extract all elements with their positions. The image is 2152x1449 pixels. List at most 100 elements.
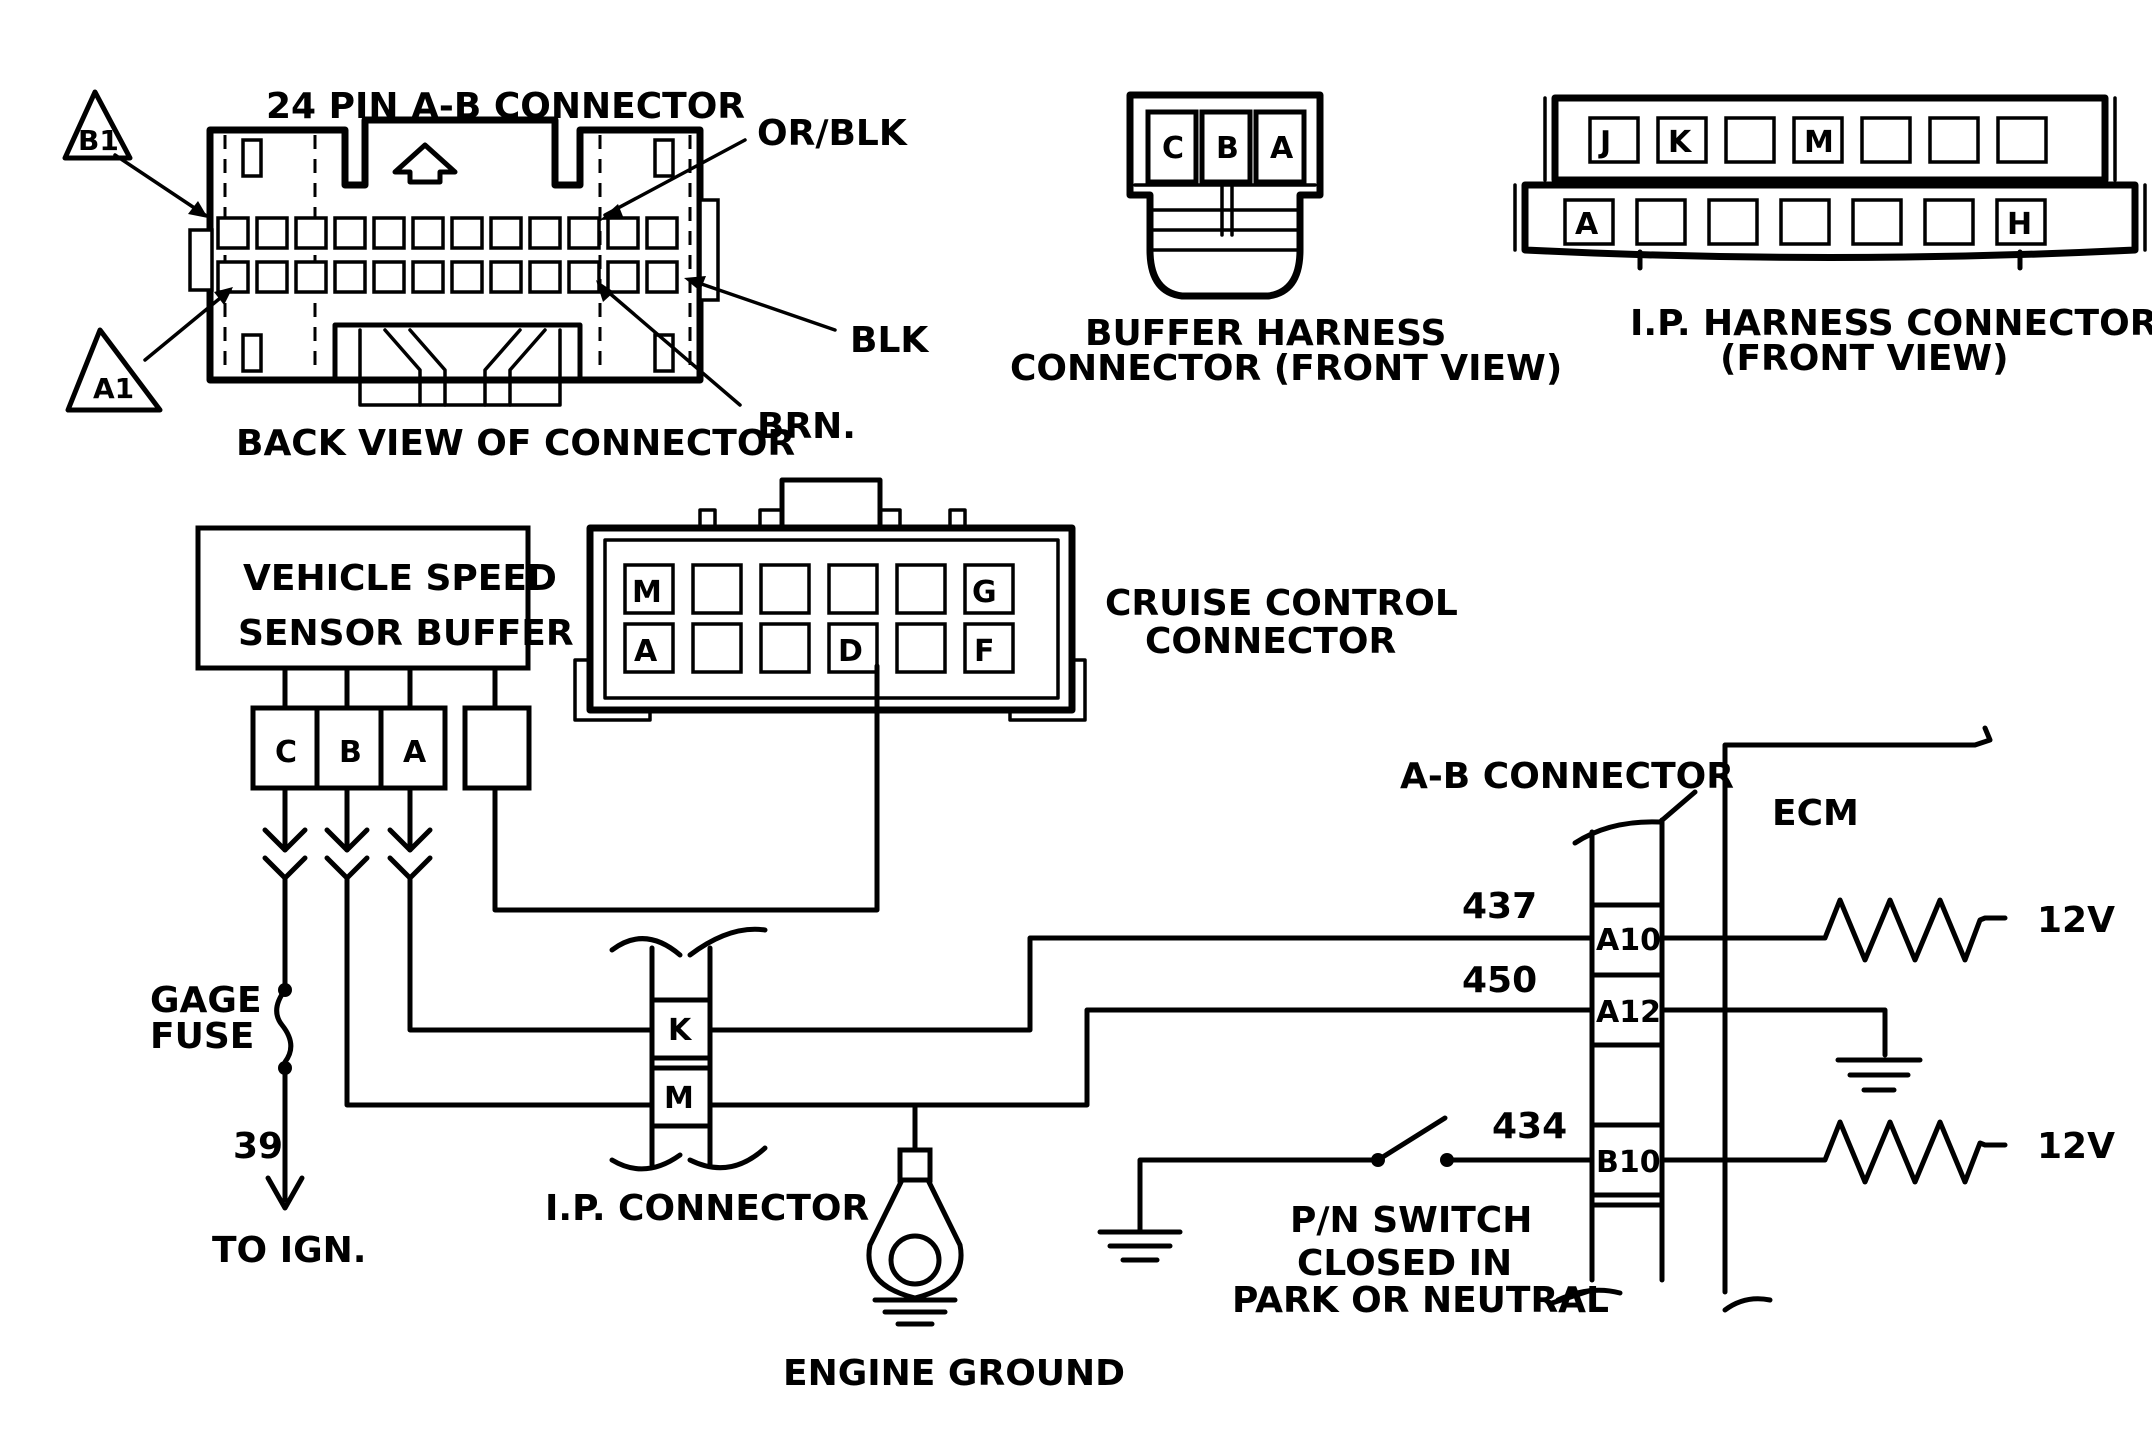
ip-harness-top-pin-label: K [1668,125,1693,160]
cruise-bottom-pin-cell [827,622,879,674]
ip-harness-top-pin-cell [1656,116,1708,164]
cruise-top-pin-cell [623,563,675,615]
circuit-434: 434 [1492,1106,1567,1147]
buffer-harness-pin-c: C [1162,131,1184,166]
ip-harness-top-pin-label: J [1598,125,1611,160]
ab-back-top-pin-cell [372,216,406,250]
buffer-harness-connector: C B A [1126,91,1324,300]
ab-back-top-pin-cell [645,216,679,250]
ip-harness-bottom-pin-cell [1563,198,1615,246]
ip-harness-top-pin-cell [1724,116,1776,164]
or-blk-wire-label: OR/BLK [757,113,908,154]
cruise-top-pin-cell [895,563,947,615]
ip-harness-top-pin-cell [1996,116,2048,164]
brn-wire-label: BRN. [757,406,856,447]
ecm-boundary [1722,725,1993,1313]
ab-connector: A10 A12 B10 [1555,789,1698,1303]
ab-pin-a10: A10 [1596,923,1661,958]
pn-switch-line3: PARK OR NEUTRAL [1232,1280,1609,1321]
circuit-437: 437 [1462,886,1537,927]
ip-harness-bottom-pin-cell [1923,198,1975,246]
supply-12v-lower: 12V [2037,1126,2115,1167]
cruise-top-pin-cell [691,563,743,615]
ign-circuit-39: 39 [233,1126,283,1167]
gage-fuse-label-2: FUSE [150,1016,254,1057]
a1-badge-label: A1 [93,372,134,405]
ab-back-bottom-pin-cell [567,260,601,294]
engine-ground-label: ENGINE GROUND [783,1353,1125,1394]
ip-harness-caption-2: (FRONT VIEW) [1720,338,2009,379]
ab-back-top-pin-cell [450,216,484,250]
ab-connector-back-caption: BACK VIEW OF CONNECTOR [236,423,795,464]
buffer-harness-caption-2: CONNECTOR (FRONT VIEW) [1010,348,1562,389]
or-blk-callout: OR/BLK [600,113,908,220]
cruise-top-pin-label: G [972,575,997,610]
b1-badge: B1 [62,89,208,218]
ip-pin-m: M [664,1081,694,1116]
ip-harness-bottom-pin-label: A [1575,207,1599,242]
ab-back-bottom-pin-cell [450,260,484,294]
ip-harness-top-pin-cell [1860,116,1912,164]
ab-back-bottom-pin-cell [528,260,562,294]
ab-back-bottom-pin-cell [333,260,367,294]
ab-back-top-pin-cell [528,216,562,250]
vss-buffer-line1: VEHICLE SPEED [243,558,557,599]
ab-back-top-pin-cell [567,216,601,250]
ab-back-bottom-pin-cell [606,260,640,294]
ab-back-top-pin-cell [294,216,328,250]
cruise-bottom-pin-cell [963,622,1015,674]
ip-connector-label: I.P. CONNECTOR [545,1188,869,1229]
ab-back-bottom-pin-cell [216,260,250,294]
circuit-450: 450 [1462,960,1537,1001]
to-ign-label: TO IGN. [212,1230,366,1271]
vss-pin-c: C [275,735,297,770]
cruise-bottom-pin-cell [895,622,947,674]
ip-harness-bottom-pin-cell [1635,198,1687,246]
ip-harness-bottom-pin-cell [1707,198,1759,246]
gage-fuse-label-1: GAGE [150,980,262,1021]
ip-harness-top-pin-label: M [1804,125,1834,160]
cruise-top-pin-cell [827,563,879,615]
cruise-top-pin-cell [759,563,811,615]
pn-switch-line2: CLOSED IN [1297,1243,1512,1284]
ab-back-bottom-pin-cell [645,260,679,294]
ecm-pullup-b10 [1659,1119,2008,1185]
buffer-harness-pin-a: A [1270,131,1294,166]
brn-callout: BRN. [596,280,856,447]
cruise-top-pin-cell [963,563,1015,615]
ab-back-bottom-pin-cell [372,260,406,294]
ecm-label: ECM [1772,793,1859,834]
vehicle-speed-sensor-buffer: VEHICLE SPEED SENSOR BUFFER C B A [195,525,574,791]
cruise-bottom-pin-label: D [838,634,863,669]
ab-back-bottom-pin-cell [294,260,328,294]
cruise-bottom-pin-label: F [974,634,995,669]
ab-back-top-pin-cell [606,216,640,250]
ip-harness-top-pin-cell [1928,116,1980,164]
ip-harness-bottom-pin-cell [1995,198,2047,246]
ip-harness-bottom-pin-label: H [2007,207,2032,242]
ab-back-bottom-pin-cell [411,260,445,294]
ip-pin-k: K [668,1013,693,1048]
cruise-control-label-2: CONNECTOR [1145,621,1396,662]
b1-badge-label: B1 [78,124,119,157]
ab-connector-back-view [188,116,720,407]
ip-connector: K M [609,926,768,1172]
ab-pin-a12: A12 [1596,995,1661,1030]
ab-back-top-pin-cell [489,216,523,250]
ab-connector-label: A-B CONNECTOR [1400,756,1734,797]
buffer-harness-pin-b: B [1216,131,1239,166]
ab-back-top-pin-cell [411,216,445,250]
ab-back-top-pin-cell [255,216,289,250]
ip-harness-bottom-pin-cell [1851,198,1903,246]
cruise-bottom-pin-label: A [634,634,658,669]
ab-connector-title: 24 PIN A-B CONNECTOR [266,86,745,127]
ip-harness-bottom-pin-cell [1779,198,1831,246]
ip-harness-top-pin-cell [1792,116,1844,164]
blk-wire-label: BLK [850,320,929,361]
vss-pin-a: A [403,735,427,770]
ecm-ground-a12 [1659,1007,1923,1093]
ab-back-bottom-pin-cell [255,260,289,294]
ip-harness-caption-1: I.P. HARNESS CONNECTOR [1630,303,2152,344]
